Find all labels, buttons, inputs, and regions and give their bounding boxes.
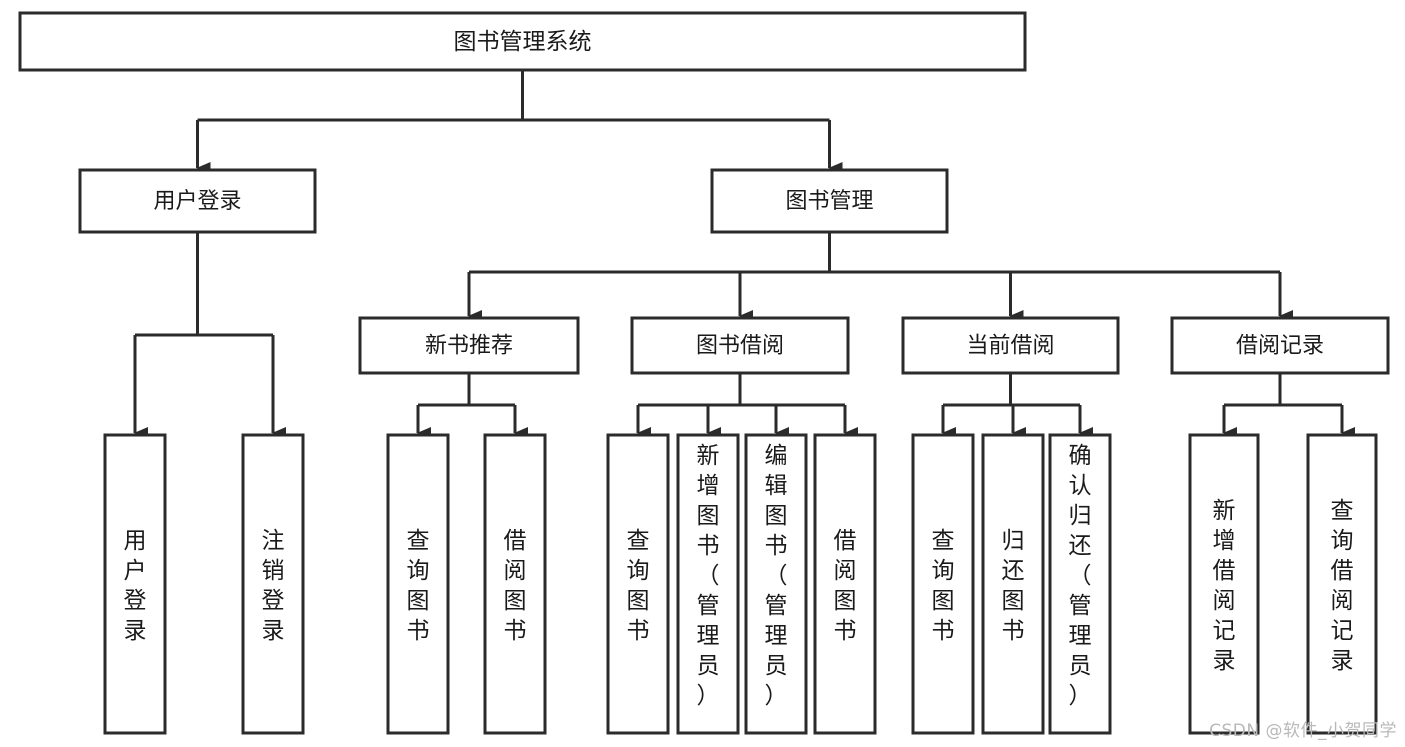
- node-label: 查询图书: [407, 528, 430, 644]
- node-label: 图书管理: [785, 189, 873, 214]
- node-box: [1306, 433, 1378, 735]
- node-leaf-user-logout[interactable]: 注销登录: [241, 433, 305, 735]
- node-box: [103, 433, 167, 735]
- connector-edges: [133, 70, 1355, 439]
- node-leaf-add-book[interactable]: 新增图书（管理员）: [676, 433, 740, 735]
- node-box: [241, 433, 305, 735]
- node-leaf-edit-book[interactable]: 编辑图书（管理员）: [744, 433, 808, 735]
- node-leaf-query-book-rec[interactable]: 查询图书: [386, 433, 450, 735]
- node-leaf-query-book-cur[interactable]: 查询图书: [911, 433, 975, 735]
- node-box: [744, 433, 808, 735]
- node-current-borrow[interactable]: 当前借阅: [901, 316, 1120, 375]
- node-leaf-borrow-book[interactable]: 借阅图书: [813, 433, 877, 735]
- node-box: [981, 433, 1045, 735]
- node-leaf-confirm-return[interactable]: 确认归还（管理员）: [1048, 433, 1112, 735]
- node-label: 编辑图书（管理员）: [765, 443, 788, 709]
- node-box: [901, 316, 1120, 375]
- node-book-manage[interactable]: 图书管理: [710, 168, 949, 234]
- node-box: [630, 316, 850, 375]
- node-label: 用户登录: [153, 189, 241, 214]
- node-label: 确认归还（管理员）: [1069, 443, 1092, 709]
- diagram-nodes: 图书管理系统用户登录图书管理新书推荐图书借阅当前借阅借阅记录用户登录注销登录查询…: [18, 11, 1390, 735]
- node-label: 查询图书: [932, 528, 955, 644]
- node-label: 注销登录: [262, 528, 285, 644]
- node-box: [1170, 316, 1390, 375]
- node-box: [911, 433, 975, 735]
- node-label: 图书管理系统: [454, 29, 592, 55]
- node-label: 新增借阅记录: [1213, 498, 1236, 674]
- node-borrow-record[interactable]: 借阅记录: [1170, 316, 1390, 375]
- node-label: 借阅图书: [504, 528, 527, 644]
- node-label: 归还图书: [1002, 528, 1025, 644]
- node-new-book-rec[interactable]: 新书推荐: [358, 316, 580, 375]
- node-leaf-add-record[interactable]: 新增借阅记录: [1188, 433, 1260, 735]
- node-label: 借阅记录: [1236, 334, 1324, 359]
- node-box: [813, 433, 877, 735]
- node-leaf-query-book[interactable]: 查询图书: [606, 433, 670, 735]
- node-label: 查询借阅记录: [1331, 498, 1354, 674]
- node-box: [78, 168, 317, 234]
- node-label: 当前借阅: [966, 334, 1054, 359]
- node-box: [1188, 433, 1260, 735]
- node-box: [18, 11, 1027, 72]
- node-box: [710, 168, 949, 234]
- node-leaf-user-login[interactable]: 用户登录: [103, 433, 167, 735]
- node-box: [1048, 433, 1112, 735]
- node-leaf-borrow-book-rec[interactable]: 借阅图书: [483, 433, 547, 735]
- node-box: [606, 433, 670, 735]
- node-label: 新书推荐: [425, 334, 513, 359]
- node-book-borrow[interactable]: 图书借阅: [630, 316, 850, 375]
- node-box: [386, 433, 450, 735]
- node-label: 新增图书（管理员）: [697, 443, 720, 709]
- node-label: 查询图书: [627, 528, 650, 644]
- node-label: 用户登录: [124, 528, 147, 644]
- node-user-login[interactable]: 用户登录: [78, 168, 317, 234]
- node-label: 图书借阅: [696, 334, 784, 359]
- node-box: [358, 316, 580, 375]
- node-root[interactable]: 图书管理系统: [18, 11, 1027, 72]
- node-box: [676, 433, 740, 735]
- node-leaf-return-book[interactable]: 归还图书: [981, 433, 1045, 735]
- node-leaf-query-record[interactable]: 查询借阅记录: [1306, 433, 1378, 735]
- node-box: [483, 433, 547, 735]
- node-label: 借阅图书: [834, 528, 857, 644]
